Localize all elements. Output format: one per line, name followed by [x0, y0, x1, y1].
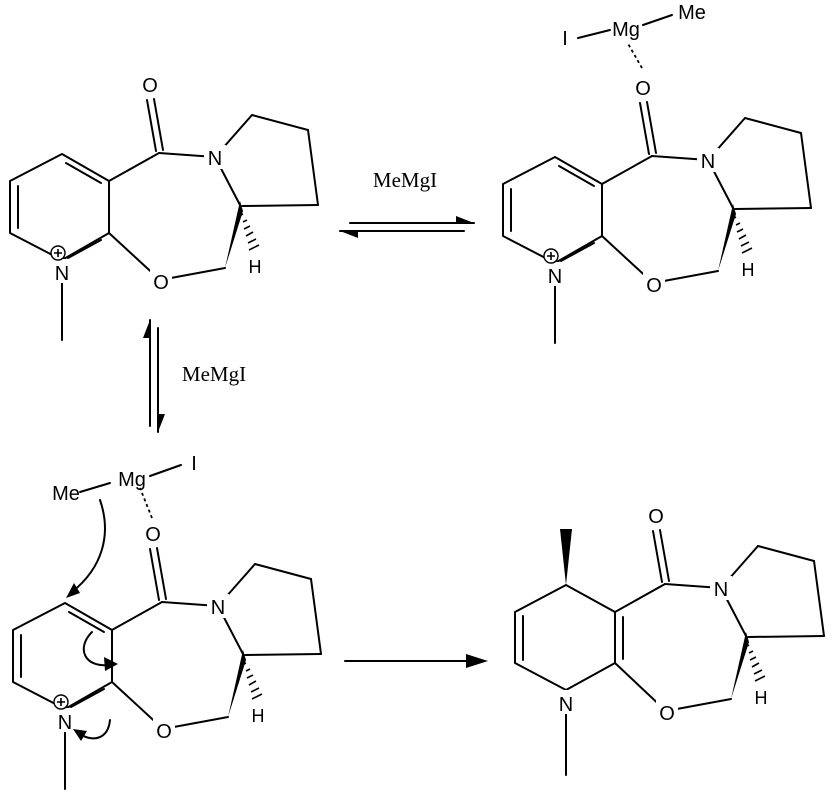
carbonyl-oxygen-label: O: [648, 506, 664, 528]
pyridinium-lactam-structure: O N O N H: [9, 71, 319, 341]
reagent-label-vertical: MeMgI: [182, 362, 246, 386]
reaction-arrow: [344, 654, 488, 668]
pyridinium-nitrogen-label: N: [55, 263, 69, 285]
magnesium-label: Mg: [612, 19, 640, 41]
stereo-hydrogen-label: H: [249, 257, 262, 277]
ether-oxygen-label: O: [153, 272, 169, 294]
dihydropyridine-product-structure: O N O N H: [514, 503, 825, 776]
ether-oxygen-label: O: [659, 703, 675, 725]
carbonyl-oxygen-label: O: [145, 524, 161, 546]
equilibrium-arrow-horizontal: [339, 216, 475, 238]
methyl-wedge-bond: [560, 529, 572, 585]
pyridinium-nitrogen-label: N: [548, 266, 562, 288]
magnesium-complex-structure-top: I Mg Me O N O N H: [502, 2, 812, 344]
amide-nitrogen-label: N: [211, 597, 225, 619]
coordination-bond: [139, 487, 153, 519]
curved-arrow-icon: [73, 719, 111, 741]
curved-arrow-icon: [82, 631, 118, 671]
positive-charge-icon: [53, 694, 69, 710]
stereo-hydrogen-label: H: [755, 688, 768, 708]
curved-arrow-icon: [66, 499, 106, 598]
amide-nitrogen-label: N: [701, 151, 715, 173]
reagent-label-horizontal: MeMgI: [373, 168, 437, 192]
stereo-hydrogen-label: H: [742, 260, 755, 280]
magnesium-label: Mg: [118, 469, 146, 491]
equilibrium-arrow-vertical: [143, 319, 165, 433]
ether-oxygen-label: O: [646, 275, 662, 297]
amide-nitrogen-label: N: [208, 148, 222, 170]
coordination-bond: [626, 41, 643, 69]
amide-nitrogen-label: N: [714, 579, 728, 601]
pyridinium-nitrogen-label: N: [58, 712, 72, 734]
methyl-label: Me: [678, 2, 706, 24]
ring-nitrogen-label: N: [559, 694, 573, 716]
carbonyl-oxygen-label: O: [142, 75, 158, 97]
positive-charge-icon: [50, 245, 66, 261]
positive-charge-icon: [543, 248, 559, 264]
magnesium-complex-structure-bottom: Me Mg I O N O N H: [12, 453, 322, 790]
iodine-label: I: [562, 28, 568, 50]
iodine-label: I: [191, 453, 197, 475]
carbonyl-oxygen-label: O: [635, 78, 651, 100]
stereo-hydrogen-label: H: [252, 706, 265, 726]
ether-oxygen-label: O: [156, 721, 172, 743]
methyl-label: Me: [52, 483, 80, 505]
